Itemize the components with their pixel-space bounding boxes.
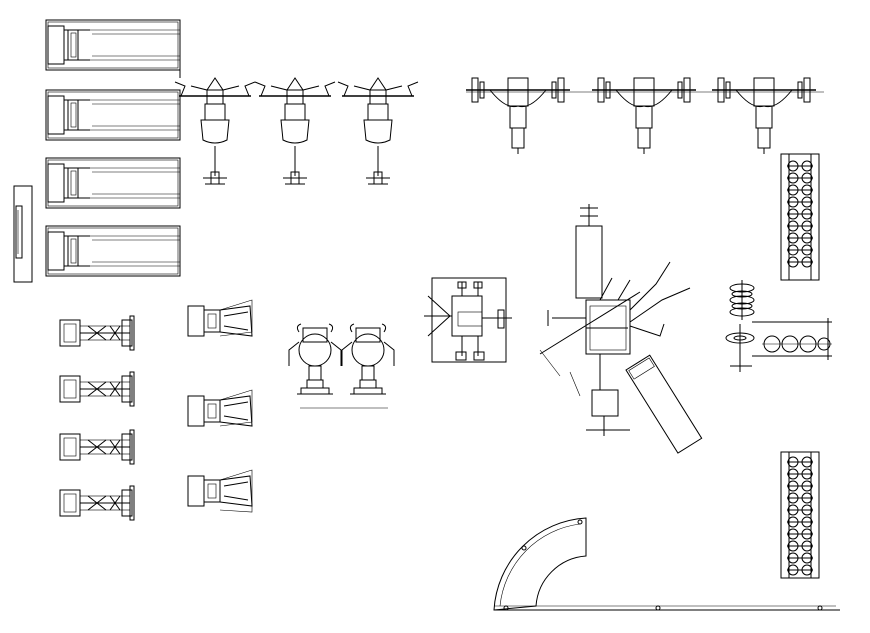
seated-machine-group (288, 323, 395, 409)
recumbent-bike-group (187, 299, 253, 513)
dumbbell-rack-2 (780, 451, 820, 579)
treadmill-2 (45, 89, 181, 141)
plate-bench-2 (591, 77, 697, 155)
chest-press-3 (337, 77, 419, 185)
seated-machine-1 (288, 323, 342, 395)
chest-press-2 (254, 77, 336, 185)
plate-bench-1 (465, 77, 571, 155)
recumbent-bike-3 (187, 475, 253, 507)
recumbent-bike-2 (187, 395, 253, 427)
multi-station-gym (424, 277, 512, 363)
chest-press-group (174, 77, 419, 185)
upright-bike-4 (59, 485, 135, 521)
treadmill-4 (45, 225, 181, 277)
upright-bike-1 (59, 315, 135, 351)
cable-crossover-station (539, 204, 703, 454)
seated-machine-2 (341, 323, 395, 395)
weight-plate-tree (725, 280, 755, 372)
curved-stretch-bench (493, 517, 840, 611)
treadmill-group (45, 19, 181, 277)
treadmill-1 (45, 19, 181, 71)
treadmill-3 (45, 157, 181, 209)
plate-bench-3 (711, 77, 817, 155)
upright-bike-2 (59, 371, 135, 407)
dumbbell-rack-1 (780, 153, 820, 281)
barbell-rack (752, 318, 832, 360)
chest-press-1 (174, 77, 256, 185)
upright-bike-group (59, 315, 135, 521)
upright-bike-3 (59, 429, 135, 465)
plate-bench-group (465, 77, 824, 155)
recumbent-bike-1 (187, 305, 253, 337)
side-bench (13, 185, 33, 283)
